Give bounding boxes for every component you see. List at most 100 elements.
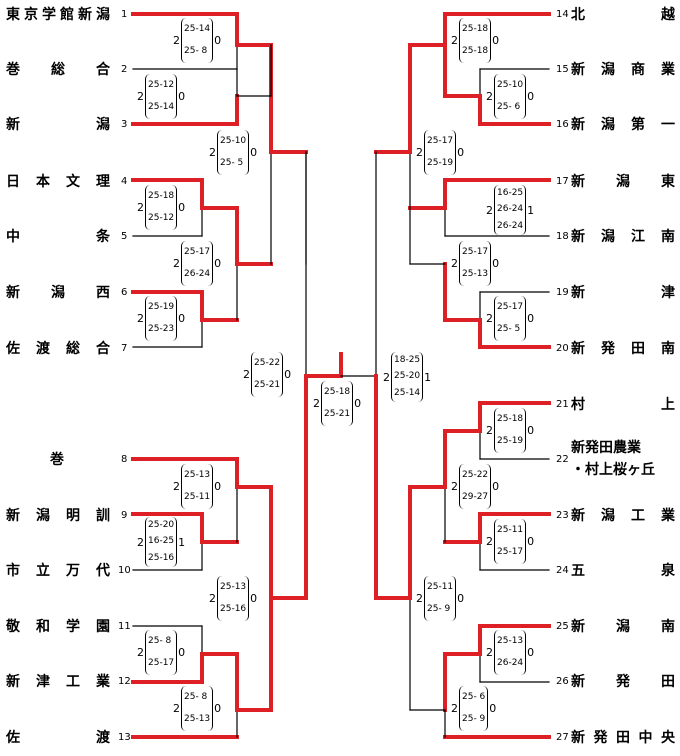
seed-number: 23	[556, 510, 569, 521]
seed-number: 22	[556, 454, 569, 465]
team-name: 新発田農業・村上桜ヶ丘	[571, 440, 655, 478]
winner-set-count: 2	[313, 397, 320, 410]
team-name: 巻	[50, 452, 64, 468]
set-scores: 25-10 25- 5	[217, 130, 250, 175]
winner-set-count: 2	[209, 146, 216, 159]
team-name: 村 上	[571, 397, 675, 413]
team-name: 新潟江南	[571, 229, 675, 245]
set-score: 25-17	[148, 658, 175, 669]
seed-number: 27	[556, 732, 569, 743]
loser-set-count: 0	[214, 480, 222, 493]
set-score: 25-18	[462, 46, 489, 57]
loser-set-count: 0	[250, 146, 258, 159]
set-score: 25- 6	[462, 691, 486, 702]
seed-number: 4	[121, 176, 128, 187]
set-score: 25-21	[254, 380, 281, 391]
set-score: 25- 9	[462, 714, 486, 725]
set-score: 25-12	[148, 79, 175, 90]
set-score: 29-27	[462, 492, 489, 503]
loser-set-count: 0	[178, 312, 186, 325]
seed-number: 18	[556, 231, 569, 242]
loser-set-count: 0	[489, 702, 497, 715]
set-score: 25-22	[462, 469, 489, 480]
seed-number: 16	[556, 119, 569, 130]
seed-number: 6	[121, 287, 128, 298]
winner-set-count: 2	[137, 646, 144, 659]
team-name: 新 潟 東	[571, 174, 675, 190]
set-score: 25-16	[148, 553, 175, 564]
set-score: 25-17	[427, 135, 454, 146]
loser-set-count: 0	[214, 257, 222, 270]
set-score: 25- 6	[497, 102, 521, 113]
team-name: 北 越	[571, 7, 675, 23]
winner-set-count: 2	[137, 535, 144, 549]
loser-set-count: 0	[457, 146, 465, 159]
team-name: 五 泉	[571, 563, 675, 579]
winner-set-count: 2	[137, 201, 144, 214]
seed-number: 14	[556, 9, 569, 20]
set-score: 25- 5	[220, 158, 244, 169]
team-name: 新 潟 南	[571, 619, 675, 635]
set-score: 25-19	[497, 436, 524, 447]
set-score: 25-18	[497, 413, 524, 424]
loser-set-count: 0	[457, 592, 465, 605]
seed-number: 3	[121, 119, 128, 130]
winner-set-count: 2	[137, 90, 144, 103]
set-score: 25-10	[220, 135, 247, 146]
seed-number: 21	[556, 399, 569, 410]
winner-set-count: 2	[243, 368, 250, 381]
seed-number: 10	[118, 565, 131, 576]
winner-set-count: 2	[173, 257, 180, 270]
set-score: 25-19	[427, 158, 454, 169]
seed-number: 13	[118, 732, 131, 743]
set-score: 25-17	[497, 547, 524, 558]
set-scores: 25-18 25-19	[494, 408, 527, 453]
loser-set-count: 0	[527, 535, 535, 548]
seed-number: 12	[118, 676, 131, 687]
set-score: 25- 8	[148, 635, 172, 646]
set-score: 25-18	[148, 190, 175, 201]
team-name: 新発田中央	[571, 730, 675, 746]
loser-set-count: 0	[527, 312, 535, 325]
loser-set-count: 0	[214, 702, 222, 715]
team-name: 新 潟 西	[6, 285, 110, 301]
set-score: 26-24	[497, 204, 524, 215]
set-score: 25- 9	[427, 604, 451, 615]
set-score: 25-17	[184, 246, 211, 257]
set-scores: 25-22 29-27	[459, 464, 492, 509]
set-score: 25-16	[220, 604, 247, 615]
team-name: 新潟商業	[571, 62, 675, 78]
set-score: 25-13	[497, 635, 524, 646]
set-score: 25-11	[497, 524, 524, 535]
match-score: 2 25-10 25- 5 0	[209, 130, 257, 175]
set-score: 25- 8	[184, 46, 208, 57]
winner-set-count: 2	[173, 34, 180, 47]
set-score: 25- 5	[497, 324, 521, 335]
set-score: 25-13	[184, 714, 211, 725]
team-name: 東京学館新潟	[6, 7, 110, 23]
loser-set-count: 0	[527, 424, 535, 437]
